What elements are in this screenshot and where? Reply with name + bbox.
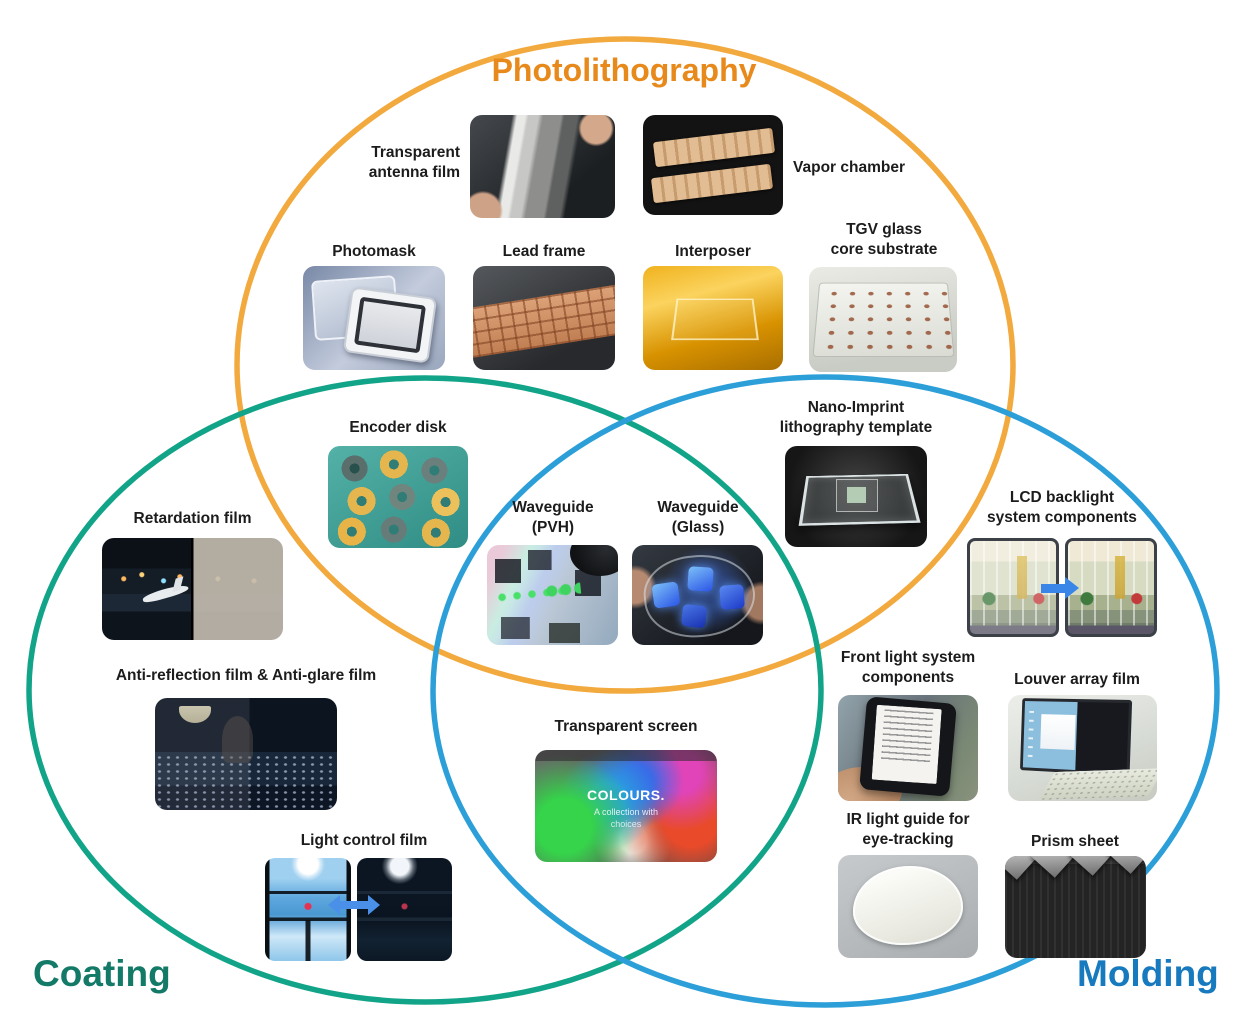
prism-sheet-image bbox=[1005, 856, 1146, 958]
glowing-blue-chip bbox=[687, 566, 715, 592]
label-waveguide-glass: Waveguide (Glass) bbox=[657, 499, 739, 537]
lead-frame-strip bbox=[473, 283, 615, 359]
photomask-image bbox=[303, 266, 445, 370]
label-ir-light-guide-for-eye-tracking: IR light guide for eye-tracking bbox=[846, 811, 970, 849]
camera-lens-shape bbox=[569, 545, 618, 576]
vapor-chamber-plate bbox=[650, 163, 774, 204]
front-light-system-image bbox=[838, 695, 978, 801]
ir-light-guide-image bbox=[838, 855, 978, 958]
screen-subtitle-text: A collection with bbox=[593, 807, 659, 818]
label-nano-imprint-lithography-template: Nano-Imprint lithography template bbox=[779, 399, 933, 437]
e-reader-page bbox=[871, 704, 942, 784]
label-lcd-backlight-system-components: LCD backlight system components bbox=[987, 489, 1137, 527]
region-title-molding: Molding bbox=[1077, 953, 1219, 994]
lcd-backlight-after-image bbox=[1065, 538, 1157, 637]
photomask-front-plate bbox=[342, 286, 438, 364]
region-title-photolithography: Photolithography bbox=[491, 52, 757, 88]
nano-imprint-pattern-chip bbox=[847, 487, 866, 503]
label-waveguide-pvh: Waveguide (PVH) bbox=[512, 499, 594, 537]
tgv-substrate-panel bbox=[812, 283, 956, 358]
prism-tooth bbox=[1106, 856, 1146, 874]
molding-circle bbox=[430, 374, 1220, 1008]
label-light-control-film: Light control film bbox=[300, 832, 428, 849]
waveguide-glass-image bbox=[632, 545, 763, 645]
green-laser-cluster bbox=[543, 581, 581, 600]
label-interposer: Interposer bbox=[675, 243, 751, 260]
label-prism-sheet: Prism sheet bbox=[1031, 833, 1119, 850]
glowing-blue-chip bbox=[651, 581, 681, 609]
interposer-die-area bbox=[670, 298, 760, 341]
arrow-right-icon bbox=[1041, 577, 1079, 599]
retardation-film-image bbox=[102, 538, 283, 640]
lead-frame-image bbox=[473, 266, 615, 370]
anti-reflection-film-image bbox=[155, 698, 337, 810]
laptop-keyboard bbox=[1039, 768, 1157, 800]
laptop-screen bbox=[1020, 698, 1133, 777]
louver-array-film-image bbox=[1008, 695, 1157, 801]
green-laser-dots bbox=[493, 581, 581, 604]
coating-circle bbox=[26, 375, 824, 1005]
label-vapor-chamber: Vapor chamber bbox=[793, 159, 905, 176]
transparent-antenna-film-image bbox=[470, 115, 615, 218]
nano-imprint-template-image bbox=[785, 446, 927, 547]
label-tgv-glass-core-substrate: TGV glass core substrate bbox=[830, 221, 938, 259]
label-retardation-film: Retardation film bbox=[133, 510, 252, 527]
prism-tooth bbox=[1030, 856, 1077, 878]
photolithography-circle bbox=[234, 36, 1016, 694]
vapor-chamber-image bbox=[643, 115, 783, 215]
photomask-pattern-area bbox=[353, 296, 427, 354]
label-front-light-system-components: Front light system components bbox=[840, 649, 976, 687]
label-encoder-disk: Encoder disk bbox=[349, 419, 447, 436]
airplane-tail-fin bbox=[171, 575, 184, 592]
airplane-silhouette bbox=[141, 575, 190, 605]
glowing-blue-chip bbox=[680, 603, 707, 629]
transparent-screen-image: COLOURS. A collection with choices bbox=[535, 750, 717, 862]
encoder-disk-image bbox=[328, 446, 468, 548]
interposer-image bbox=[643, 266, 783, 370]
screen-subtitle2-text: choices bbox=[610, 819, 642, 830]
label-lead-frame: Lead frame bbox=[502, 243, 586, 260]
tgv-glass-core-substrate-image bbox=[809, 267, 957, 372]
person-reflection-silhouette bbox=[222, 715, 254, 763]
prism-teeth-row bbox=[1005, 856, 1146, 880]
e-reader-device bbox=[859, 696, 957, 798]
swap-arrow-icon bbox=[328, 895, 380, 915]
label-anti-reflection-anti-glare-film: Anti-reflection film & Anti-glare film bbox=[115, 667, 377, 684]
waveguide-pvh-image bbox=[487, 545, 618, 645]
prism-tooth bbox=[1068, 856, 1115, 876]
light-guide-lens-shape bbox=[853, 866, 963, 945]
label-louver-array-film: Louver array film bbox=[1014, 671, 1140, 688]
screen-headline-text: COLOURS. bbox=[587, 786, 665, 803]
vapor-chamber-plate bbox=[652, 127, 776, 168]
label-photomask: Photomask bbox=[332, 243, 416, 260]
region-title-coating: Coating bbox=[33, 953, 171, 994]
label-transparent-antenna-film: Transparent antenna film bbox=[368, 144, 460, 182]
glowing-blue-chip bbox=[718, 584, 745, 610]
lamp-reflection-shape bbox=[178, 705, 212, 723]
label-transparent-screen: Transparent screen bbox=[554, 718, 698, 735]
